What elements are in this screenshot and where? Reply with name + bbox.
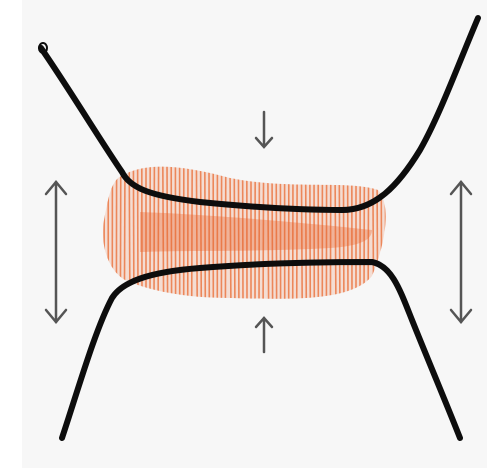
hatch-stroke <box>229 166 232 299</box>
hatch-stroke <box>157 166 160 299</box>
arrow-down-icon <box>254 110 274 149</box>
hatch-stroke <box>300 166 303 299</box>
hatch-stroke <box>267 166 270 299</box>
hatch-stroke <box>308 166 312 299</box>
hatch-core <box>140 212 372 252</box>
hatch-stroke <box>190 166 193 299</box>
hatch-stroke <box>237 166 240 299</box>
hatch-stroke <box>334 166 337 299</box>
hatch-stroke <box>271 166 274 299</box>
hatch-stroke <box>304 166 308 299</box>
hatch-stroke <box>128 166 131 299</box>
hatch-stroke <box>262 166 265 299</box>
upper-curve-tip <box>38 42 48 54</box>
lower-curve <box>59 259 463 441</box>
hatch-stroke <box>233 166 236 299</box>
hatch-stroke <box>342 166 345 299</box>
hatch-stroke <box>338 166 341 299</box>
double-arrow-vertical-icon <box>44 180 68 324</box>
hatch-stroke <box>195 166 198 299</box>
hatch-stroke <box>204 166 207 299</box>
upper-curve <box>38 15 481 213</box>
arrow-up-icon <box>254 316 274 354</box>
hatch-stroke <box>166 166 169 299</box>
hatch-stroke <box>162 166 165 299</box>
double-arrow-vertical-icon <box>449 180 473 324</box>
hatch-stroke <box>199 166 203 299</box>
